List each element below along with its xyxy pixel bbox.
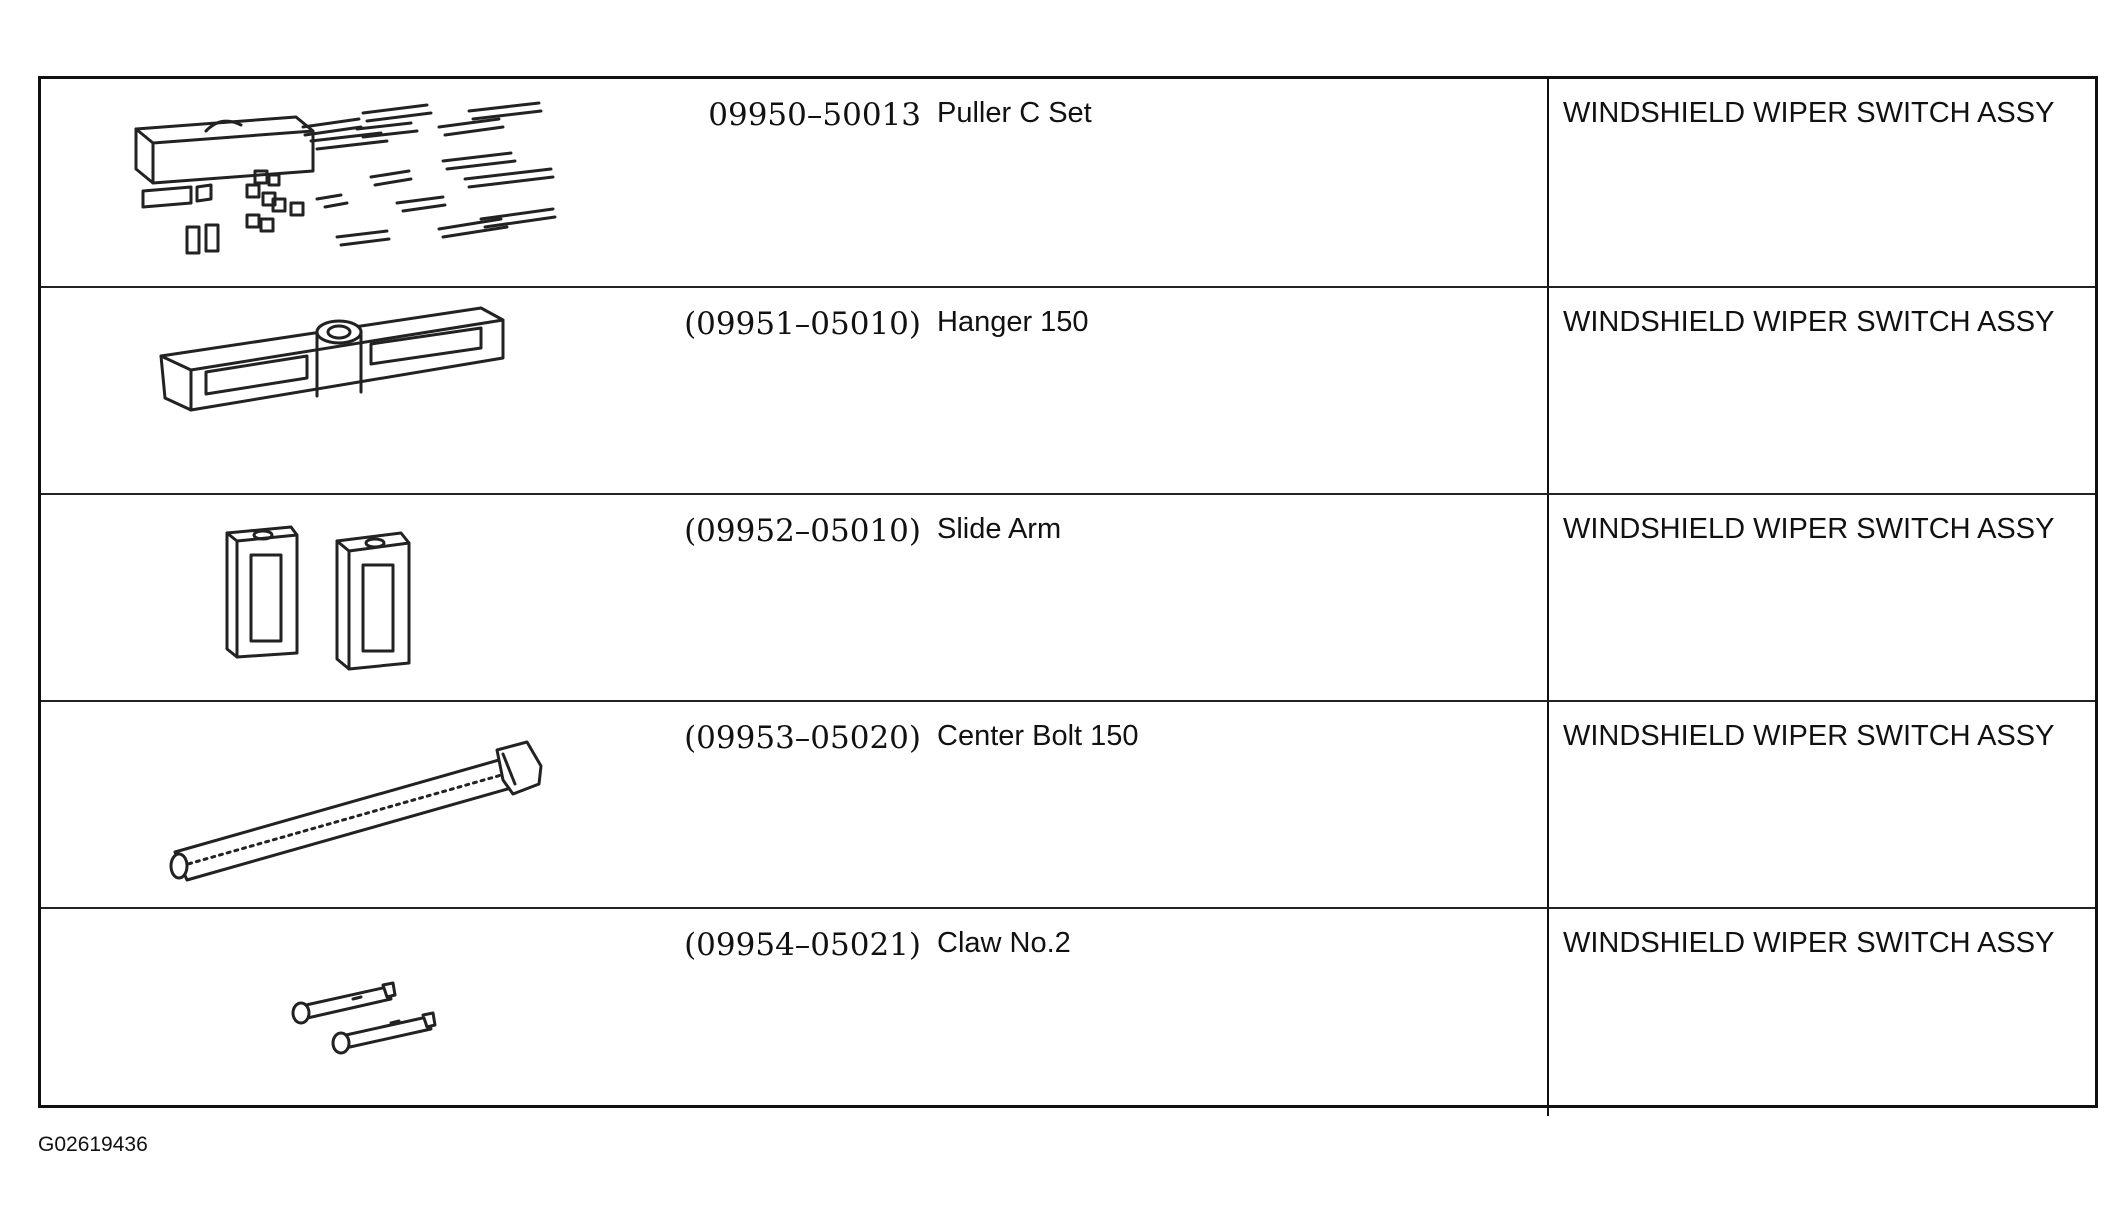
sst-table: 09950–50013 Puller C Set WINDSHIELD WIPE… bbox=[38, 76, 2098, 1116]
hanger-icon bbox=[41, 288, 641, 493]
part-name: Hanger 150 bbox=[937, 306, 1089, 338]
part-number: (09951–05010) bbox=[684, 306, 921, 342]
column-divider bbox=[1547, 288, 1549, 495]
column-divider bbox=[1547, 909, 1549, 1116]
figure-id: G02619436 bbox=[38, 1133, 148, 1156]
part-name: Center Bolt 150 bbox=[937, 720, 1139, 752]
column-divider bbox=[1547, 495, 1549, 702]
usage-text: WINDSHIELD WIPER SWITCH ASSY bbox=[1563, 97, 2055, 129]
table-row: (09953–05020) Center Bolt 150 WINDSHIELD… bbox=[41, 700, 2095, 909]
claw-icon bbox=[41, 909, 641, 1114]
table-row: (09952–05010) Slide Arm WINDSHIELD WIPER… bbox=[41, 493, 2095, 702]
usage-text: WINDSHIELD WIPER SWITCH ASSY bbox=[1563, 720, 2055, 752]
puller-set-icon bbox=[41, 79, 641, 284]
part-number: 09950–50013 bbox=[708, 97, 921, 133]
part-number: (09952–05010) bbox=[684, 513, 921, 549]
part-number: (09953–05020) bbox=[684, 720, 921, 756]
part-number: (09954–05021) bbox=[684, 927, 921, 963]
usage-text: WINDSHIELD WIPER SWITCH ASSY bbox=[1563, 927, 2055, 959]
part-name: Puller C Set bbox=[937, 97, 1092, 129]
table-row: 09950–50013 Puller C Set WINDSHIELD WIPE… bbox=[41, 79, 2095, 286]
table-row: (09954–05021) Claw No.2 WINDSHIELD WIPER… bbox=[41, 907, 2095, 1116]
column-divider bbox=[1547, 702, 1549, 909]
usage-text: WINDSHIELD WIPER SWITCH ASSY bbox=[1563, 513, 2055, 545]
center-bolt-icon bbox=[41, 702, 641, 907]
part-name: Slide Arm bbox=[937, 513, 1062, 545]
slide-arm-icon bbox=[41, 495, 641, 700]
table-row: (09951–05010) Hanger 150 WINDSHIELD WIPE… bbox=[41, 286, 2095, 495]
usage-text: WINDSHIELD WIPER SWITCH ASSY bbox=[1563, 306, 2055, 338]
column-divider bbox=[1547, 79, 1549, 286]
part-name: Claw No.2 bbox=[937, 927, 1071, 959]
